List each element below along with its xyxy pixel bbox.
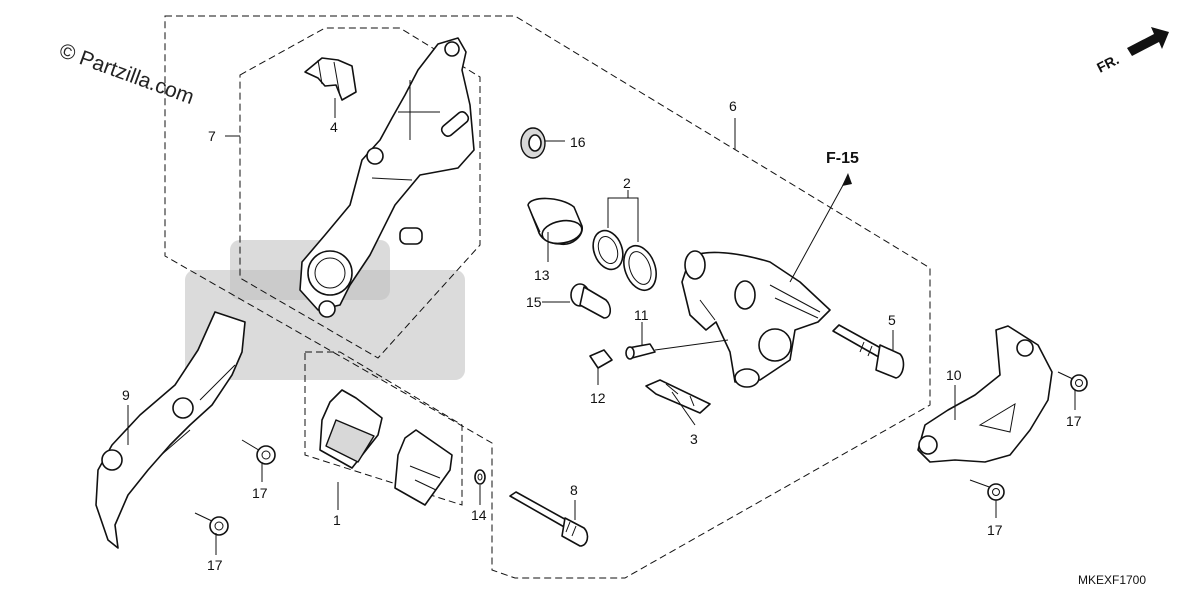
pad-spring[interactable] (645, 379, 711, 414)
callout-17: 17 (987, 522, 1003, 538)
caliper-guard[interactable] (917, 325, 1053, 463)
callout-8: 8 (570, 482, 578, 498)
leader-lines (127, 98, 1076, 555)
callout-3: 3 (690, 431, 698, 447)
disc-guard[interactable] (95, 311, 246, 549)
callout-17: 17 (252, 485, 268, 501)
callout-14: 14 (471, 507, 487, 523)
boot[interactable] (520, 127, 546, 159)
callout-6: 6 (729, 98, 737, 114)
callout-4: 4 (330, 119, 338, 135)
bleeder-valve[interactable] (625, 343, 656, 360)
fr-label: FR. (1094, 51, 1121, 75)
callout-15: 15 (526, 294, 542, 310)
outer-boundary (164, 15, 931, 579)
front-direction-indicator: FR. (1094, 27, 1169, 76)
caliper-assembly[interactable] (681, 250, 831, 388)
callout-5: 5 (888, 312, 896, 328)
bleeder-cap[interactable] (589, 349, 613, 369)
piston-seals[interactable] (588, 226, 662, 294)
callout-2: 2 (623, 175, 631, 191)
reference-label: F-15 (826, 150, 859, 167)
callout-9: 9 (122, 387, 130, 403)
brake-pads[interactable] (319, 389, 453, 506)
callout-12: 12 (590, 390, 606, 406)
reference-arrow: F-15 (789, 150, 859, 283)
callout-1: 1 (333, 512, 341, 528)
bracket-retainer[interactable] (304, 57, 357, 101)
boundary-outlines (164, 15, 931, 579)
callout-10: 10 (946, 367, 962, 383)
slide-pin[interactable] (832, 324, 905, 379)
watermark-text: © Partzilla.com (56, 39, 197, 109)
washer[interactable] (474, 469, 486, 485)
flange-bolt[interactable] (241, 439, 276, 465)
fr-arrow-icon (1127, 27, 1169, 56)
flange-bolt[interactable] (1057, 371, 1088, 392)
callout-17: 17 (207, 557, 223, 573)
pad-pin[interactable] (509, 491, 589, 547)
bracket-assembly-boundary (239, 27, 481, 359)
bolt[interactable] (570, 283, 612, 319)
callout-16: 16 (570, 134, 586, 150)
callout-labels: 7 4 16 2 6 13 15 11 12 3 5 9 10 1 8 14 1… (122, 98, 1082, 573)
flange-bolt[interactable] (969, 479, 1005, 501)
callout-17: 17 (1066, 413, 1082, 429)
callout-13: 13 (534, 267, 550, 283)
caliper-bracket[interactable] (299, 37, 475, 318)
callout-11: 11 (634, 307, 649, 323)
diagram-code: MKEXF1700 (1078, 573, 1146, 587)
flange-bolt[interactable] (194, 512, 229, 536)
caliper-piston[interactable] (527, 197, 584, 246)
callout-7: 7 (208, 128, 216, 144)
